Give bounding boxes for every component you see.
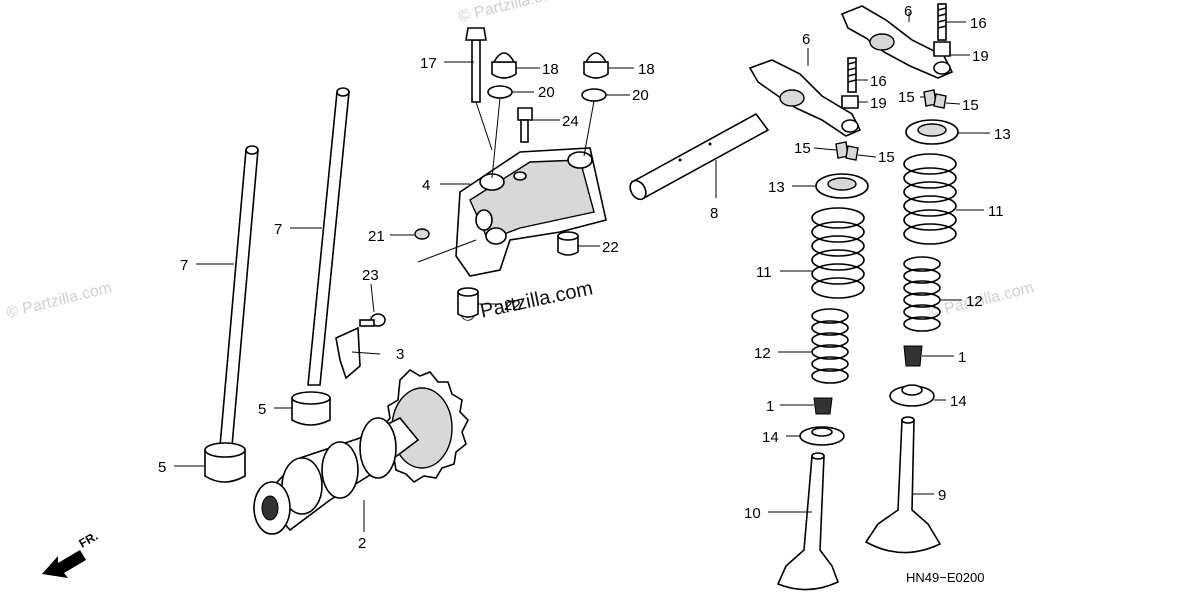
- callout-13-right: 13: [994, 126, 1011, 143]
- bolt-17: [465, 27, 493, 151]
- dowel-pin-22-upper: [557, 231, 579, 256]
- callout-15-a: 15: [794, 140, 811, 157]
- cap-nut-18-left: [491, 52, 517, 79]
- bolt-23: [359, 313, 386, 327]
- callout-22-lower: 22: [504, 297, 521, 314]
- callout-21: 21: [368, 228, 385, 245]
- callout-12-left: 12: [754, 345, 771, 362]
- spring-retainer-13-right: [905, 119, 959, 145]
- washer-20-left: [487, 85, 513, 99]
- watermark-top: © Partzilla.com: [457, 0, 566, 26]
- callout-14-right: 14: [950, 393, 967, 410]
- callout-5-upper: 5: [258, 401, 266, 418]
- callout-18-right: 18: [638, 61, 655, 78]
- washer-21: [414, 228, 430, 240]
- callout-11-right: 11: [988, 203, 1004, 220]
- spring-retainer-13-left: [815, 173, 869, 199]
- callout-23: 23: [362, 267, 379, 284]
- callout-17: 17: [420, 55, 437, 72]
- exhaust-valve-10: [776, 452, 840, 591]
- front-direction-arrow: FR.: [42, 529, 100, 578]
- callout-6-left: 6: [802, 31, 810, 48]
- diagram-code: HN49−E0200: [906, 570, 984, 585]
- lock-nut-19-right: [933, 41, 951, 57]
- inner-spring-12-right: [903, 256, 941, 332]
- callout-8: 8: [710, 205, 718, 222]
- push-rod-left: [219, 145, 259, 447]
- front-direction-label: FR.: [77, 529, 101, 551]
- callout-2: 2: [358, 535, 366, 552]
- cap-nut-18-right: [583, 52, 609, 79]
- callout-16-left: 16: [870, 73, 887, 90]
- callout-10: 10: [744, 505, 761, 522]
- callout-7-left: 7: [180, 257, 188, 274]
- callout-19-left: 19: [870, 95, 887, 112]
- callout-15-b: 15: [878, 149, 895, 166]
- callout-15-c: 15: [898, 89, 915, 106]
- callout-22-upper: 22: [602, 239, 619, 256]
- callout-16-right: 16: [970, 15, 987, 32]
- lock-nut-19-left: [841, 95, 859, 109]
- stem-seal-1-left: [813, 397, 833, 415]
- watermark-left: © Partzilla.com: [5, 279, 114, 322]
- cam-plate-3: [335, 326, 381, 380]
- rocker-arm-right: [840, 5, 954, 79]
- callout-5-lower: 5: [158, 459, 166, 476]
- rocker-arm-left: [748, 59, 862, 137]
- spring-seat-14-left: [799, 426, 845, 446]
- watermark-center: © Partzilla.com: [458, 277, 594, 327]
- camshaft: [253, 368, 469, 535]
- callout-11-left: 11: [756, 264, 772, 281]
- callout-15-d: 15: [962, 97, 979, 114]
- callout-3: 3: [396, 346, 404, 363]
- callout-4: 4: [422, 177, 430, 194]
- callout-14-left: 14: [762, 429, 779, 446]
- callout-19-right: 19: [972, 48, 989, 65]
- intake-valve-9: [864, 416, 942, 554]
- rocker-shaft: [629, 112, 770, 201]
- washer-20-right: [581, 88, 607, 102]
- callout-13-left: 13: [768, 179, 785, 196]
- outer-spring-11-left: [811, 207, 865, 299]
- bolt-24: [517, 107, 533, 143]
- callout-24: 24: [562, 113, 579, 130]
- callout-7-right: 7: [274, 221, 282, 238]
- callout-1-left: 1: [766, 398, 774, 415]
- outer-spring-11-right: [903, 153, 957, 245]
- adjust-screw-16-left: [847, 57, 857, 93]
- callout-labels: 7 7 5 5 2 3 4 17 18 18 20 20 24 21 22 22…: [158, 3, 1011, 552]
- inner-spring-12-left: [811, 308, 849, 384]
- valve-cotter-15-right: [923, 89, 947, 109]
- lifter-upper: [291, 391, 331, 426]
- callout-12-right: 12: [966, 293, 983, 310]
- lifter-lower: [204, 442, 246, 483]
- callout-20-left: 20: [538, 84, 555, 101]
- spring-seat-14-right: [889, 384, 935, 407]
- dowel-pin-22-lower: [457, 287, 479, 318]
- rocker-shaft-holder: [455, 147, 607, 277]
- stem-seal-1-right: [903, 345, 923, 367]
- callout-1-right: 1: [958, 349, 966, 366]
- adjust-screw-16-right: [937, 3, 947, 41]
- callout-9: 9: [938, 487, 946, 504]
- push-rod-right: [307, 87, 350, 386]
- callout-leaders: [174, 12, 990, 513]
- callout-20-right: 20: [632, 87, 649, 104]
- valve-cotter-15-left: [835, 141, 859, 161]
- callout-18-left: 18: [542, 61, 559, 78]
- callout-6-right: 6: [904, 3, 912, 20]
